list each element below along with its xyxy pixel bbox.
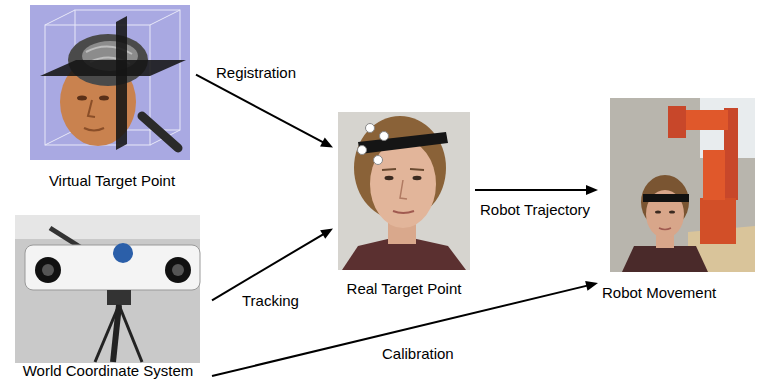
illustration-part (668, 106, 686, 138)
illustration-part (113, 243, 133, 263)
arrow-connector (212, 281, 598, 376)
image-node: Real Target Point (333, 110, 475, 298)
illustration-part (150, 10, 180, 25)
illustration-part (358, 132, 448, 154)
illustration-part (655, 210, 661, 213)
arrow-line (196, 75, 324, 143)
illustration-part (370, 140, 436, 228)
arrow-connector (475, 185, 598, 195)
illustration-part (165, 257, 191, 283)
arrow-line (475, 189, 588, 191)
head-rendering (30, 5, 190, 160)
image-node: Virtual Target Point (28, 4, 196, 190)
arrow-head (320, 138, 333, 148)
arrow-connector (196, 75, 333, 148)
illustration-part (25, 245, 200, 290)
image-node: Robot Movement (598, 96, 756, 302)
illustration-part (40, 60, 186, 76)
arrow-head (320, 228, 333, 238)
arrow-line (212, 285, 588, 376)
head-photo (338, 112, 470, 270)
arrow-connector (212, 228, 333, 300)
illustration-part (643, 194, 689, 202)
illustration-part (338, 112, 470, 270)
robot-photo (610, 98, 755, 272)
illustration-part (116, 16, 127, 150)
illustration-part (385, 176, 394, 180)
illustration-part (610, 98, 755, 272)
illustration-part (659, 228, 671, 230)
image-caption: Robot Movement (602, 284, 716, 301)
illustration-part (622, 246, 708, 272)
image-caption: World Coordinate System (23, 362, 194, 379)
edge-label: Robot Trajectory (478, 201, 592, 218)
illustration-part (400, 180, 407, 199)
illustration-part (84, 128, 104, 131)
illustration-part (45, 25, 150, 145)
illustration-part (142, 116, 178, 148)
illustration-part (45, 10, 75, 25)
illustration-part (172, 264, 184, 276)
edge-label: Tracking (240, 292, 301, 309)
arrow-head (586, 185, 598, 195)
illustration-part (107, 290, 131, 305)
illustration-part (77, 96, 87, 101)
tracking-camera (15, 215, 200, 363)
illustration-part (42, 264, 54, 276)
illustration-part (99, 96, 109, 101)
illustration-part (358, 146, 367, 155)
illustration-part (366, 124, 375, 133)
illustration-part (380, 132, 389, 141)
arrow-head (585, 281, 598, 291)
illustration-part (413, 176, 422, 180)
illustration-part (374, 156, 383, 165)
illustration-part (700, 198, 736, 244)
arrow-line (212, 234, 324, 301)
illustration-part (35, 257, 61, 283)
illustration-part (15, 215, 200, 363)
image-node: World Coordinate System (4, 214, 212, 380)
edge-label: Registration (214, 64, 298, 81)
illustration-part (410, 169, 424, 170)
illustration-part (119, 305, 142, 362)
edge-label: Calibration (380, 345, 456, 362)
illustration-part (703, 150, 725, 200)
image-caption: Virtual Target Point (49, 172, 175, 189)
illustration-part (30, 5, 190, 160)
illustration-part (669, 210, 675, 213)
image-caption: Real Target Point (347, 280, 462, 297)
illustration-part (15, 215, 200, 239)
illustration-part (382, 169, 396, 170)
illustration-part (88, 100, 95, 117)
illustration-part (393, 211, 414, 213)
illustration-part (95, 305, 119, 362)
